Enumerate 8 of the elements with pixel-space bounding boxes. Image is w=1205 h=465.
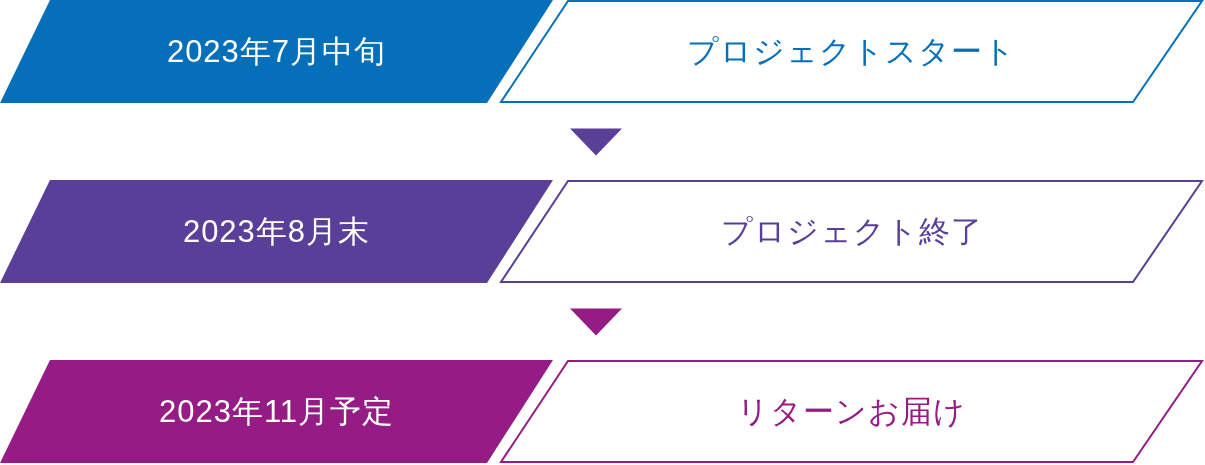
arrow bbox=[570, 308, 622, 336]
date-label: 2023年11月予定 bbox=[157, 392, 396, 431]
date-label: 2023年7月中旬 bbox=[165, 32, 388, 71]
step-label: プロジェクト終了 bbox=[719, 212, 984, 251]
date-label: 2023年8月末 bbox=[181, 212, 372, 251]
step-label: リターンお届け bbox=[736, 392, 967, 431]
arrow bbox=[570, 128, 622, 156]
step-label: プロジェクトスタート bbox=[686, 32, 1017, 71]
